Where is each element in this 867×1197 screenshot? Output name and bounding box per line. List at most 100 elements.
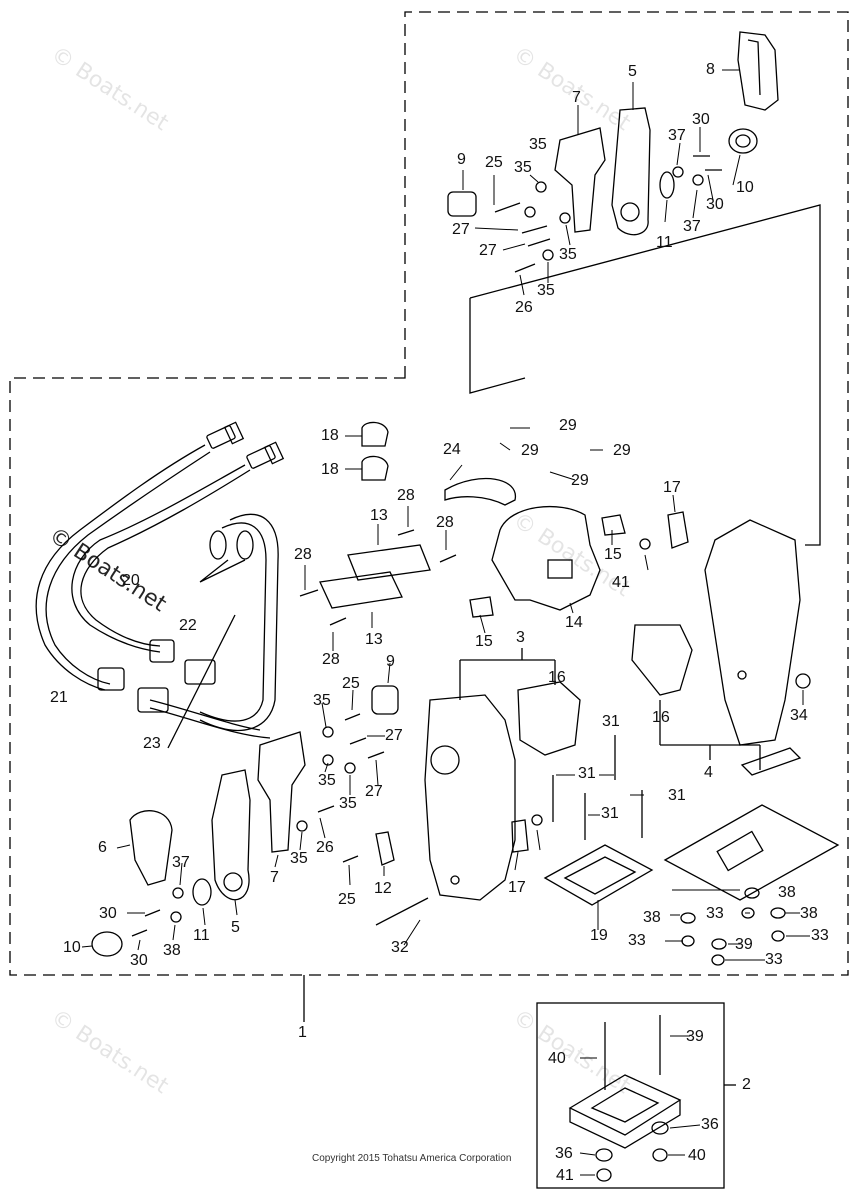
callout-label: 11 xyxy=(656,234,673,251)
callout-label: 35 xyxy=(313,692,331,709)
part-15-clip xyxy=(601,514,626,536)
callout-label: 27 xyxy=(365,783,383,800)
callout-label: 3 xyxy=(516,629,525,646)
callout-label: 35 xyxy=(514,159,532,176)
part-10-grommet-inner xyxy=(735,134,751,148)
connector xyxy=(137,687,169,713)
callout-label: 18 xyxy=(321,461,339,478)
part-19-gasket-inner xyxy=(563,856,637,895)
callout-label: 1 xyxy=(298,1024,307,1041)
callout-label: 10 xyxy=(63,939,81,956)
callout-label: 29 xyxy=(613,442,631,459)
callout-label: 7 xyxy=(572,89,581,106)
nut xyxy=(322,726,334,738)
callout-label: 35 xyxy=(559,246,577,263)
connector xyxy=(246,445,276,469)
callout-label: 40 xyxy=(548,1050,566,1067)
part-7-lever xyxy=(554,127,606,233)
callout-label: 34 xyxy=(790,707,808,724)
harness-cable-20b xyxy=(80,469,251,647)
callout-label: 4 xyxy=(704,764,713,781)
assembly-boundary-2 xyxy=(536,1002,725,1189)
nut xyxy=(692,174,704,186)
connector xyxy=(184,659,216,685)
callout-label: 7 xyxy=(270,869,279,886)
part-4-clip xyxy=(740,747,802,776)
part-36-washer xyxy=(595,1148,613,1162)
connector xyxy=(236,530,254,560)
callout-label: 31 xyxy=(602,713,620,730)
connector xyxy=(149,639,175,663)
callout-label: 36 xyxy=(701,1116,719,1133)
callout-label: 41 xyxy=(556,1167,574,1184)
callout-label: 17 xyxy=(663,479,681,496)
callout-label: 15 xyxy=(475,633,493,650)
nut xyxy=(744,887,760,899)
part-13-bracket xyxy=(347,544,431,581)
callout-label: 33 xyxy=(765,951,783,968)
callout-label: 22 xyxy=(179,617,197,634)
part-5-lower-hole xyxy=(223,872,243,892)
callout-label: 38 xyxy=(163,942,181,959)
harness-cable-21 xyxy=(35,444,206,691)
part-18-plug xyxy=(361,421,389,447)
nut xyxy=(711,938,727,950)
callout-label: 11 xyxy=(193,927,210,944)
callout-label: 25 xyxy=(485,154,503,171)
part-11-lower-washer xyxy=(192,878,212,906)
leader-4 xyxy=(659,700,761,770)
nut xyxy=(672,166,684,178)
part-17-bracket xyxy=(511,819,529,853)
part-4-hole xyxy=(737,670,747,680)
nut xyxy=(639,538,651,550)
callout-label: 35 xyxy=(318,772,336,789)
callout-label: 31 xyxy=(601,805,619,822)
part-10-grommet xyxy=(728,128,758,154)
nut xyxy=(542,249,554,261)
connector xyxy=(209,530,227,560)
callout-label: 31 xyxy=(578,765,596,782)
callout-label: 28 xyxy=(294,546,312,563)
screw xyxy=(131,529,457,937)
harness-cable-20 xyxy=(71,464,246,653)
callout-label: 31 xyxy=(668,787,686,804)
callout-label: 28 xyxy=(436,514,454,531)
nut xyxy=(681,935,695,947)
callout-label: 35 xyxy=(339,795,357,812)
part-3-hole xyxy=(450,875,460,885)
part-31-bolt xyxy=(552,735,643,840)
nut xyxy=(770,907,786,919)
screw xyxy=(494,202,551,273)
harness-cable-23 xyxy=(149,699,261,731)
callout-label: 33 xyxy=(706,905,724,922)
callout-label: 35 xyxy=(537,282,555,299)
part-14-window xyxy=(547,559,573,579)
callout-label: 24 xyxy=(443,441,461,458)
part-17-bracket xyxy=(667,511,689,549)
part-9-knob xyxy=(447,191,477,217)
part-16-plate xyxy=(517,681,581,756)
callout-label: 6 xyxy=(98,839,107,856)
callout-label: 30 xyxy=(99,905,117,922)
nut xyxy=(344,762,356,774)
callout-label: 21 xyxy=(50,689,68,706)
callout-label: 26 xyxy=(316,839,334,856)
part-24-cover xyxy=(444,477,516,506)
connector xyxy=(97,667,125,691)
nut xyxy=(322,754,334,766)
nut xyxy=(711,954,725,966)
callout-label: 9 xyxy=(386,653,395,670)
leader-23 xyxy=(167,614,236,749)
callout-label: 41 xyxy=(612,574,630,591)
callout-label: 26 xyxy=(515,299,533,316)
screw xyxy=(693,155,722,171)
callout-label: 36 xyxy=(555,1145,573,1162)
callout-label: 32 xyxy=(391,939,409,956)
callout-label: 16 xyxy=(548,669,566,686)
callout-label: 13 xyxy=(370,507,388,524)
callout-label: 14 xyxy=(565,614,583,631)
nut xyxy=(535,181,547,193)
callout-label: 37 xyxy=(683,218,701,235)
part-5-hole xyxy=(620,202,640,222)
callout-label: 25 xyxy=(342,675,360,692)
